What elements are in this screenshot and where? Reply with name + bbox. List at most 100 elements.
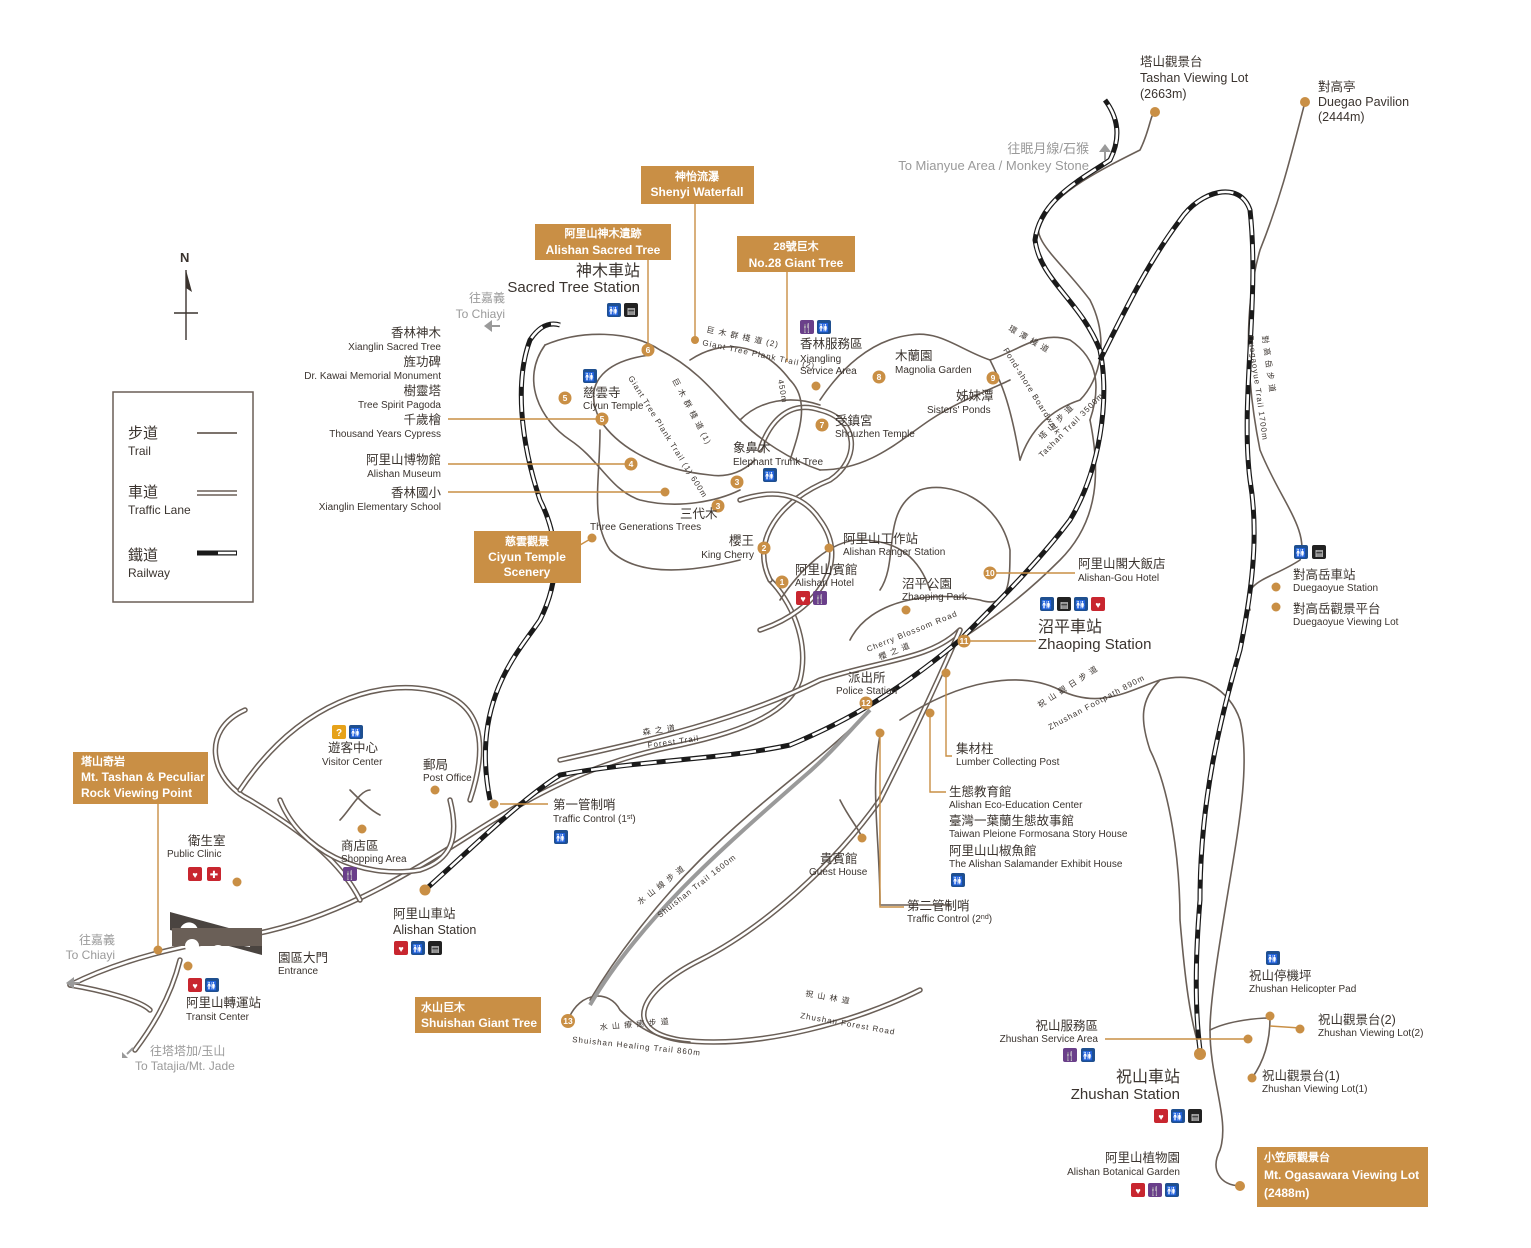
entrance-gate <box>170 912 262 965</box>
wc-icon <box>1165 1183 1179 1197</box>
school-en: Xianglin Elementary School <box>319 502 441 513</box>
eco-en: Alishan Eco-Education Center <box>949 800 1083 811</box>
hotel-zh: 阿里山賓館 <box>795 562 858 577</box>
salamander-en: The Alishan Salamander Exhibit House <box>949 859 1123 870</box>
legend-road-zh: 車道 <box>128 484 158 501</box>
zhushan-lot1-zh: 祝山觀景台(1) <box>1262 1068 1340 1083</box>
forest-zh: 森 之 道 <box>642 722 677 737</box>
restaurant-icon <box>343 867 357 881</box>
railway <box>423 98 1257 1051</box>
info-icon <box>332 725 346 739</box>
restaurant-icon <box>1148 1183 1162 1197</box>
wc-icon <box>817 320 831 334</box>
svg-text:♥: ♥ <box>800 594 805 604</box>
ciyun-en: Ciyun Temple <box>583 401 644 412</box>
marker-10: 10 <box>985 568 995 578</box>
zhaoping-park-en: Zhaoping Park <box>902 592 968 603</box>
visitor-zh: 遊客中心 <box>328 740 379 755</box>
helipad-en: Zhushan Helicopter Pad <box>1249 984 1356 995</box>
shenyi-en: Shenyi Waterfall <box>651 185 744 199</box>
kawai-zh: 旌功碑 <box>403 354 441 369</box>
legend-rail-en: Railway <box>128 566 170 580</box>
cherry-en: Cherry Blossom Road <box>865 609 959 654</box>
svg-text:🚻: 🚻 <box>350 727 361 738</box>
duegaoyue-lot-en: Duegaoyue Viewing Lot <box>1293 617 1399 628</box>
duegaoyue-lot-zh: 對高岳觀景平台 <box>1293 601 1381 616</box>
north-label: N <box>180 250 189 265</box>
cypress-en: Thousand Years Cypress <box>329 429 441 440</box>
shopping-en: Shopping Area <box>341 854 407 865</box>
svg-text:🚻: 🚻 <box>555 832 566 843</box>
ciyun-scenery-en2: Scenery <box>504 565 551 579</box>
post-zh: 郵局 <box>423 758 448 772</box>
svg-text:?: ? <box>336 728 342 739</box>
ogasawara-elev: (2488m) <box>1264 1186 1309 1200</box>
pleione-zh: 臺灣一葉蘭生態故事館 <box>949 813 1074 828</box>
tashan-rock-zh: 塔山奇岩 <box>81 754 125 768</box>
legend: 步道 Trail 車道 Traffic Lane 鐵道 Railway <box>112 391 254 603</box>
duegaoyue-station-zh: 對高岳車站 <box>1293 567 1356 582</box>
svg-text:▤: ▤ <box>1315 548 1324 558</box>
wc-icon <box>554 830 568 844</box>
svg-text:♥: ♥ <box>398 944 403 954</box>
duegao-en: Duegao Pavilion <box>1318 95 1409 109</box>
to-mianyue-en: To Mianyue Area / Monkey Stone <box>898 158 1089 173</box>
svg-text:🚻: 🚻 <box>412 943 423 954</box>
kawai-en: Dr. Kawai Memorial Monument <box>304 371 441 382</box>
ranger-en: Alishan Ranger Station <box>843 547 945 558</box>
svg-text:▤: ▤ <box>627 306 636 316</box>
zhushan-station-en: Zhushan Station <box>1071 1086 1180 1103</box>
sacred-tree-en: Alishan Sacred Tree <box>546 243 661 257</box>
zhushan-lot2-zh: 祝山觀景台(2) <box>1318 1012 1396 1027</box>
giant-plank2-len: 450m <box>776 379 789 404</box>
restaurant-icon <box>800 320 814 334</box>
to-mianyue-zh: 往眠月線/石猴 <box>1007 141 1089 156</box>
sisters-en: Sisters' Ponds <box>927 405 991 416</box>
shuishan-en: Shuishan Giant Tree <box>421 1016 537 1030</box>
tashan-lot-elev: (2663m) <box>1140 87 1187 101</box>
legend-rail-zh: 鐵道 <box>128 546 158 564</box>
wc-icon <box>1266 951 1280 965</box>
zhaoping-station-en: Zhaoping Station <box>1038 636 1151 653</box>
svg-text:🚻: 🚻 <box>818 322 829 333</box>
service-icons: 🚻 ▤ 🚻 🍴 🚻 🚻 ♥ 🍴 🚻 ▤ 🚻 ♥ ? 🚻 🚻 ♥ ✚ 🍴 ♥ 🚻 … <box>188 303 1326 1197</box>
marker-4: 4 <box>629 459 634 469</box>
north-arrow: N <box>174 250 198 340</box>
first-aid-icon <box>207 867 221 881</box>
wc-icon <box>349 725 363 739</box>
king-cherry-zh: 櫻王 <box>729 533 754 548</box>
svg-text:🍴: 🍴 <box>1149 1185 1160 1197</box>
wc-icon <box>951 873 965 887</box>
clinic-zh: 衛生室 <box>188 833 226 848</box>
svg-text:🚻: 🚻 <box>1041 599 1052 610</box>
elephant-en: Elephant Trunk Tree <box>733 457 823 468</box>
xianglin-sa-en2: Service Area <box>800 366 857 377</box>
svg-text:▤: ▤ <box>431 944 440 954</box>
duegaoyue-station-en: Duegaoyue Station <box>1293 583 1378 594</box>
svg-text:✚: ✚ <box>210 870 218 881</box>
marker-5a: 5 <box>563 393 568 403</box>
marker-13: 13 <box>563 1016 573 1026</box>
sacred-station-zh: 神木車站 <box>576 262 640 280</box>
gou-hotel-zh: 阿里山閣大飯店 <box>1078 556 1166 571</box>
botanical-zh: 阿里山植物園 <box>1105 1150 1180 1165</box>
alishan-station-zh: 阿里山車站 <box>393 907 456 921</box>
to-chiayi-bottom-en: To Chiayi <box>66 948 115 962</box>
to-chiayi-top-en: To Chiayi <box>456 307 505 321</box>
transit-zh: 阿里山轉運站 <box>186 996 261 1010</box>
svg-text:🚻: 🚻 <box>206 980 217 991</box>
ciyun-scenery-zh: 慈雲觀景 <box>505 534 549 548</box>
store-icon <box>624 303 638 317</box>
store-icon <box>428 941 442 955</box>
wc-icon <box>1074 597 1088 611</box>
leader-lines <box>157 200 1301 1040</box>
aed-icon <box>188 978 202 992</box>
svg-text:🚻: 🚻 <box>1075 599 1086 610</box>
ogasawara-zh: 小笠原觀景台 <box>1263 1150 1330 1164</box>
king-cherry-en: King Cherry <box>701 550 754 561</box>
wc-icon <box>607 303 621 317</box>
svg-text:🚻: 🚻 <box>952 875 963 886</box>
to-chiayi-bottom-zh: 往嘉義 <box>79 932 115 947</box>
ciyun-scenery-en1: Ciyun Temple <box>488 550 566 564</box>
